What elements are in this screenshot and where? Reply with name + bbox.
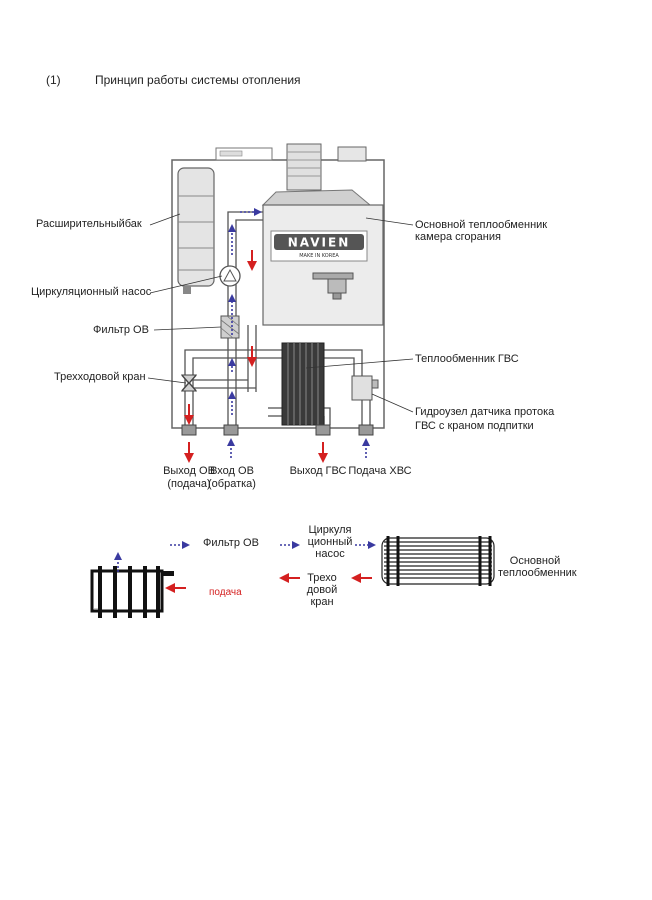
- label-main-exchanger-1: Основной теплообменник: [415, 219, 548, 231]
- flow-main-exchanger: [381, 537, 495, 585]
- main-heat-exchanger: [262, 204, 384, 326]
- section-title: Принцип работы системы отопления: [95, 73, 301, 87]
- label-flow-sensor-1: Гидроузел датчика протока: [415, 406, 555, 418]
- label-three-way-valve: Трехходовой кран: [54, 371, 146, 383]
- label-main-exchanger-2: камера сгорания: [415, 231, 501, 243]
- label-heating-out-1: Выход ОВ: [163, 465, 215, 477]
- radiator: [90, 566, 164, 618]
- dhw-heat-exchanger: [281, 342, 325, 426]
- flue-pipe: [286, 143, 322, 191]
- flow-label-exchanger-1: Основной: [509, 555, 561, 567]
- expansion-tank: [177, 167, 215, 287]
- svg-text:—: —: [94, 605, 98, 610]
- label-cold-in: Подача ХВС: [348, 465, 412, 477]
- flow-label-pump-2: ционный: [307, 536, 353, 548]
- label-flow-sensor-2: ГВС с краном подпитки: [415, 420, 534, 432]
- section-number: (1): [46, 73, 61, 87]
- label-filter: Фильтр ОВ: [93, 324, 149, 336]
- model-text: MAKE IN KOREA: [299, 253, 339, 259]
- flow-label-filter: Фильтр ОВ: [203, 537, 259, 549]
- flow-label-exchanger-2: теплообменник: [498, 567, 577, 579]
- label-heating-in-1: Вход ОВ: [210, 465, 254, 477]
- flow-label-pump-3: насос: [315, 548, 345, 560]
- flow-label-pump-1: Циркуля: [308, 524, 352, 536]
- label-heating-out-2: (подача): [167, 478, 211, 490]
- flow-label-valve-1: Трехо: [307, 572, 337, 584]
- navien-logo: NAVIEN: [288, 236, 351, 250]
- flow-label-valve-3: кран: [310, 596, 334, 608]
- label-circulation-pump: Циркуляционный насос: [31, 286, 152, 298]
- label-dhw-out: Выход ГВС: [289, 465, 347, 477]
- flow-label-valve-2: довой: [306, 584, 338, 596]
- label-expansion-tank: Расширительныйбак: [36, 218, 142, 230]
- label-dhw-exchanger: Теплообменник ГВС: [415, 353, 519, 365]
- label-heating-in-2: (обратка): [208, 478, 256, 490]
- flow-sensor-block: [351, 375, 373, 401]
- flow-label-supply: подача: [209, 587, 242, 598]
